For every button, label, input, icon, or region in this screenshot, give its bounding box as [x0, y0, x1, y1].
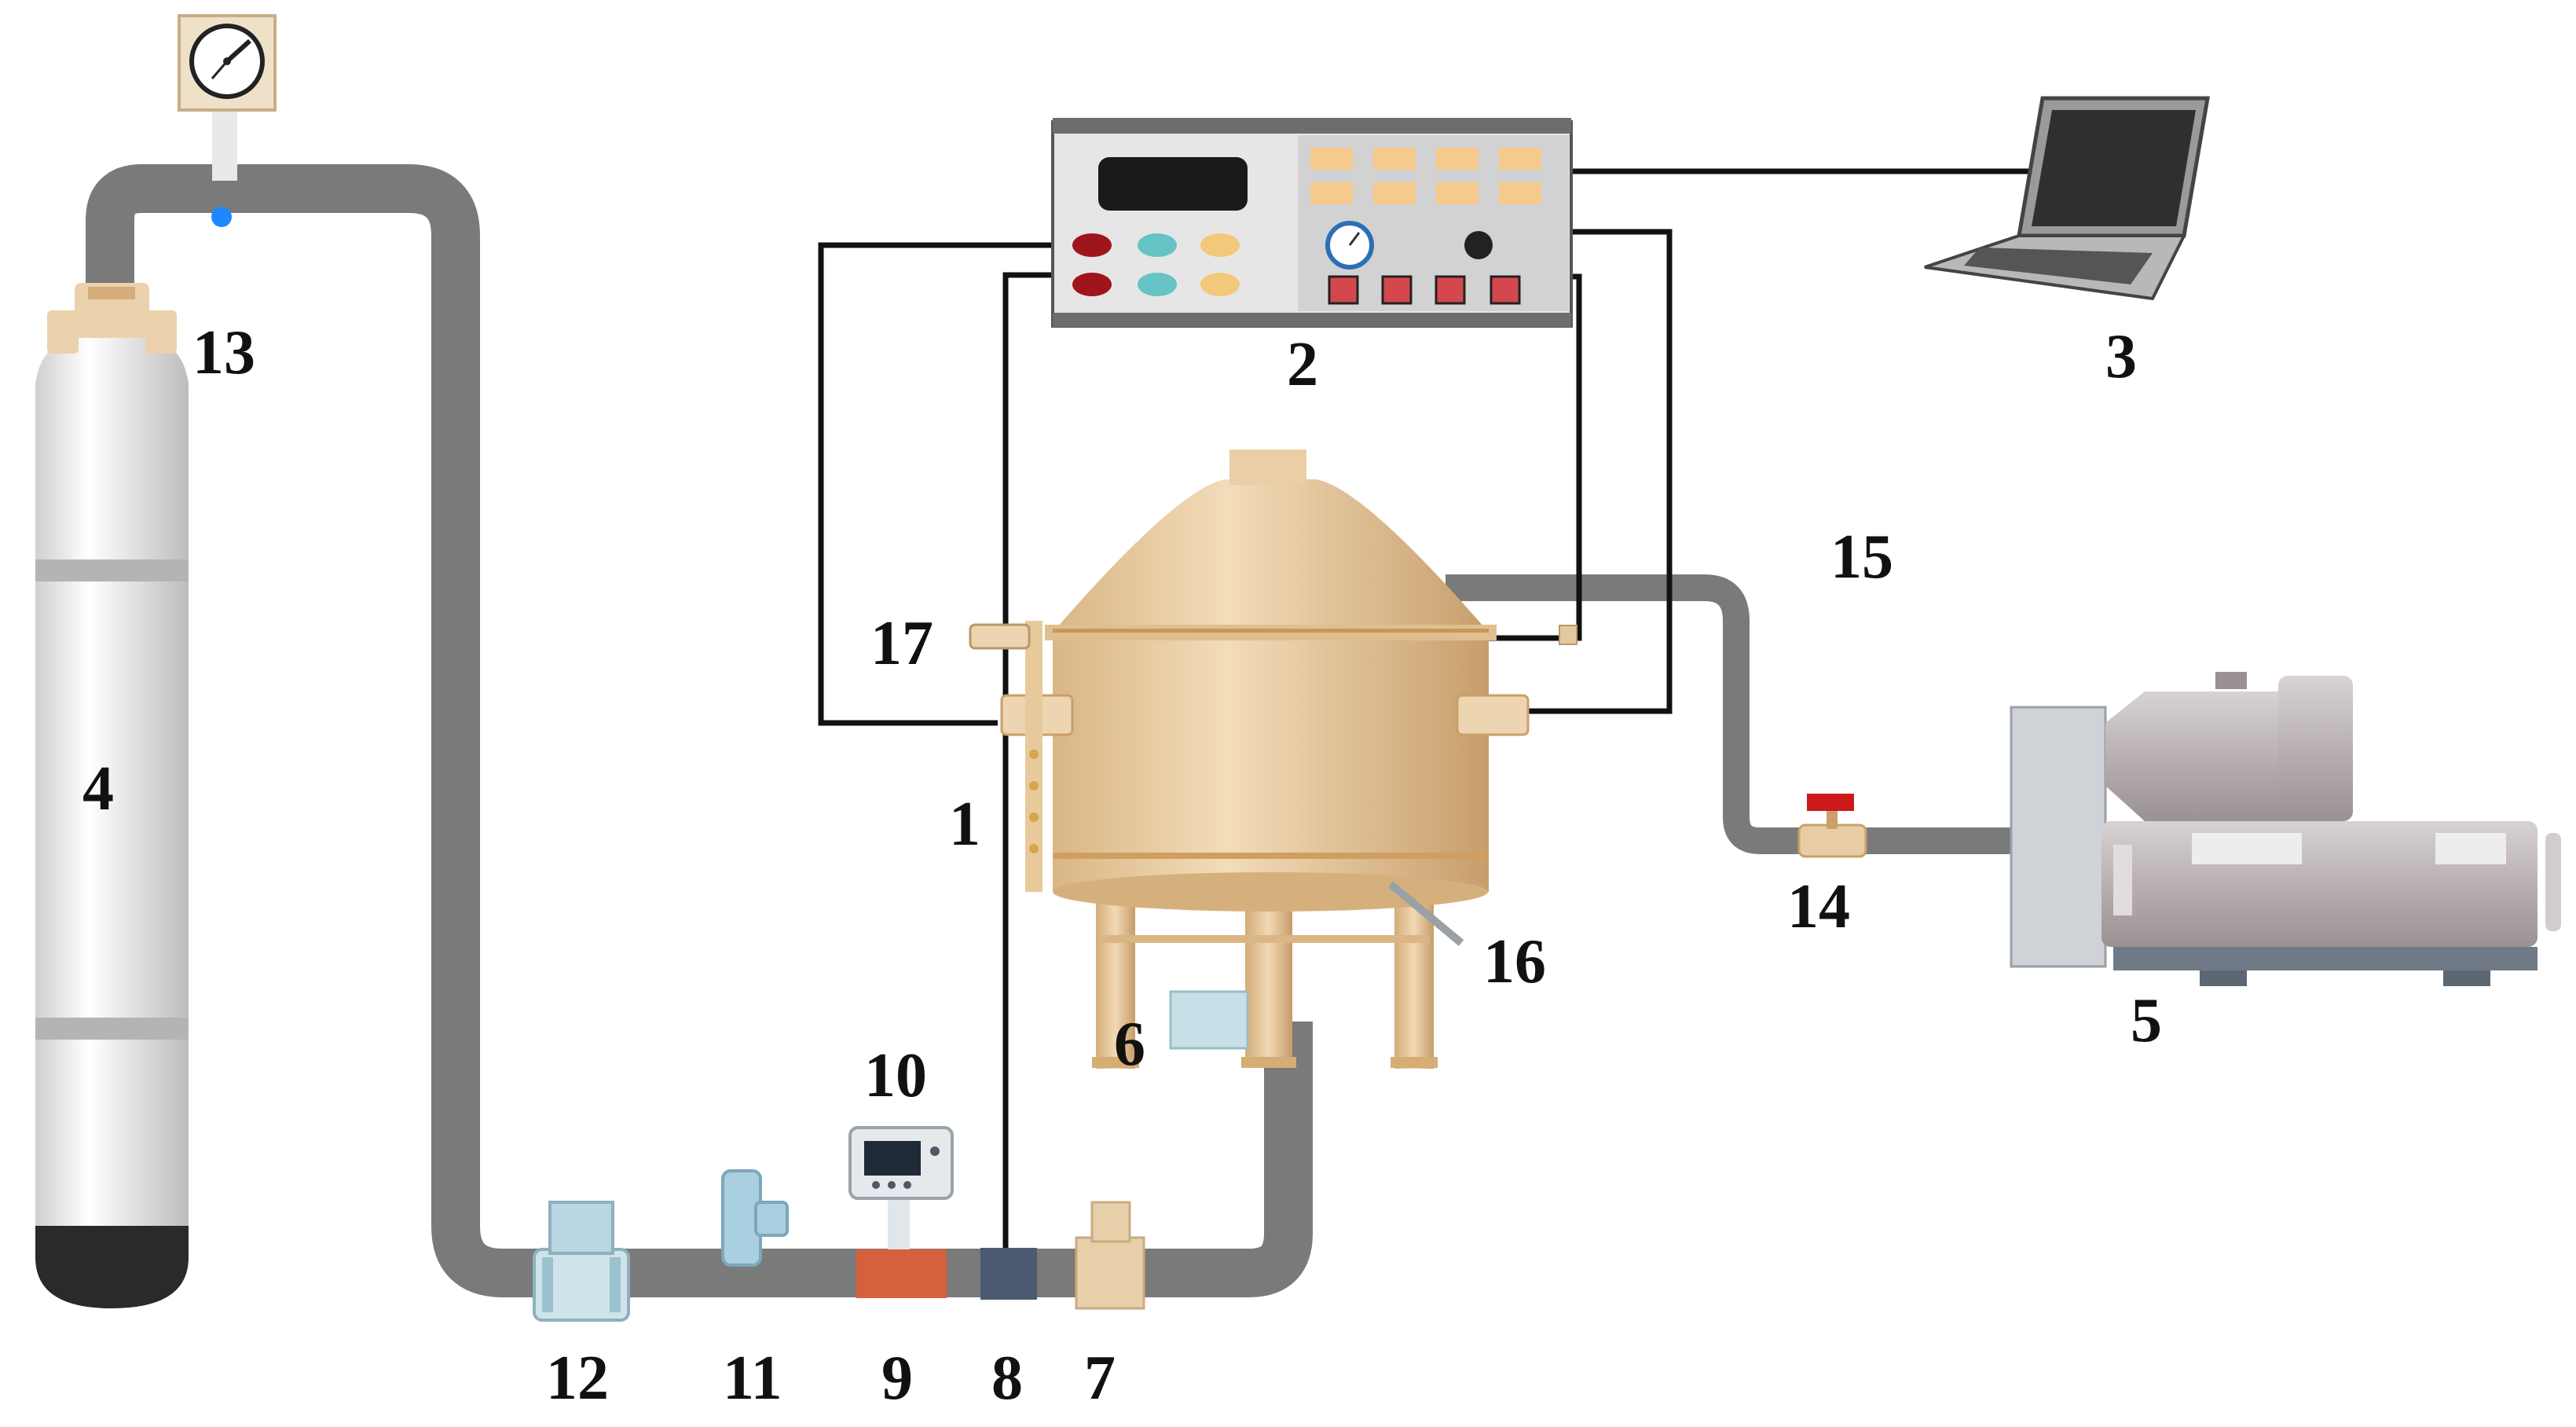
pressure-gauge-icon: [178, 14, 277, 181]
label-gas-cylinder: 4: [82, 754, 114, 824]
label-temperature-display: 10: [864, 1041, 927, 1110]
label-tee-valve: 11: [723, 1344, 782, 1413]
exhaust-valve: [1797, 794, 1867, 858]
indicator-dot: [211, 207, 232, 227]
tee-valve: [721, 1169, 789, 1267]
laptop: [1924, 96, 2210, 301]
thermocouple-connector: [1559, 625, 1577, 645]
label-control-panel: 2: [1287, 330, 1318, 399]
label-pressure-regulator: 13: [192, 318, 255, 387]
gas-cylinder: [35, 330, 189, 1308]
side-port: [969, 623, 1031, 650]
label-probe: 16: [1483, 927, 1546, 996]
label-flow-meter: 12: [546, 1344, 609, 1413]
heater-section: [856, 1249, 947, 1298]
label-vacuum-pump: 5: [2131, 986, 2162, 1055]
flow-meter: [533, 1201, 630, 1322]
exhaust-pipe: [1446, 574, 2043, 854]
inlet-fitting: [1075, 1201, 1145, 1310]
label-exhaust-pipe: 15: [1830, 523, 1893, 592]
temperature-display: [848, 1126, 954, 1249]
gas-supply-pipe: [86, 164, 1313, 1297]
label-laptop: 3: [2105, 322, 2137, 391]
label-exhaust-valve: 14: [1787, 872, 1850, 941]
label-reactor-vessel: 1: [949, 790, 980, 859]
thermocouple-joint: [980, 1248, 1037, 1300]
control-panel: [1051, 118, 1573, 328]
label-side-port: 17: [870, 609, 933, 678]
label-inlet-fitting: 7: [1084, 1344, 1116, 1413]
vacuum-pump: [2010, 672, 2561, 986]
label-bottom-sensor: 6: [1114, 1010, 1145, 1079]
probe: [1387, 881, 1464, 946]
bottom-sensor: [1169, 990, 1249, 1050]
pressure-regulator: [47, 283, 177, 354]
label-thermocouple-joint: 8: [991, 1344, 1023, 1413]
label-heater-section: 9: [881, 1344, 913, 1413]
reactor-vessel: [1000, 449, 1530, 1069]
